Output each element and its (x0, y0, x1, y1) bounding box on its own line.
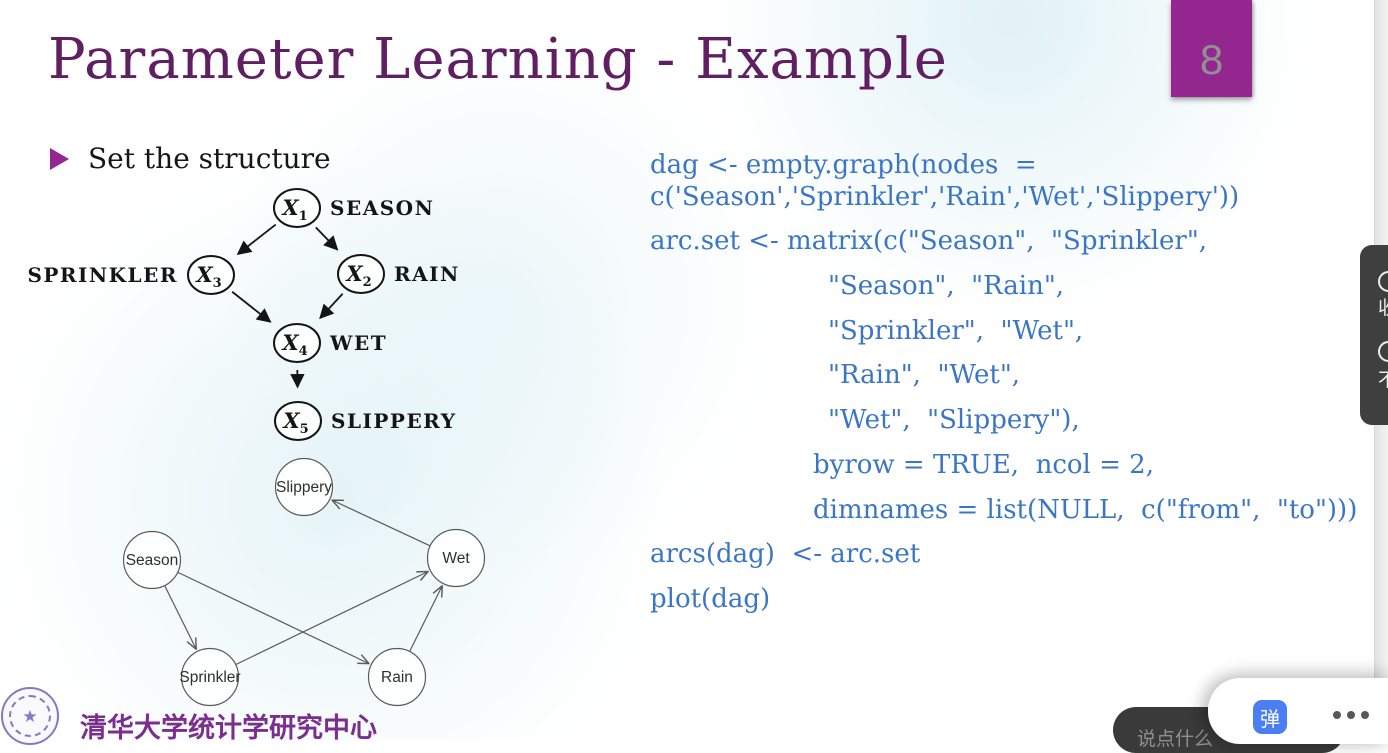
code-line: "Season", "Rain", (650, 269, 1350, 303)
dag-edge (320, 294, 343, 318)
affiliation-text: 清华大学统计学研究中心 (80, 706, 377, 745)
code-line: "Sprinkler", "Wet", (650, 314, 1350, 348)
code-block: dag <- empty.graph(nodes =c('Season','Sp… (650, 148, 1350, 616)
plot-node-label: Rain (381, 669, 413, 686)
dag-node-label: WET (329, 331, 387, 355)
page-number: 8 (1200, 39, 1223, 81)
code-line: arcs(dag) <- arc.set (650, 537, 1350, 571)
page-number-box: 8 (1171, 0, 1252, 97)
dag-edge (316, 227, 338, 249)
dag-node-label: SLIPPERY (331, 409, 456, 433)
code-line: arc.set <- matrix(c("Season", "Sprinkler… (650, 224, 1350, 258)
dag-node-label: SPRINKLER (27, 263, 178, 287)
page-title: Parameter Learning - Example (48, 27, 948, 92)
tsinghua-logo: ★ (1, 687, 59, 745)
slide-canvas: Parameter Learning - Example Set the str… (0, 0, 1374, 740)
plot-node-label: Season (126, 552, 179, 569)
ellipsis-icon (1361, 711, 1369, 719)
video-side-panel: 收 不 (1360, 245, 1388, 425)
code-line: dag <- empty.graph(nodes = (650, 148, 1350, 182)
dag-node-label: SEASON (330, 196, 434, 220)
side-panel-item-1[interactable]: 收 (1378, 299, 1388, 318)
plot-node-label: Wet (442, 550, 470, 567)
bullet-triangle-icon (50, 148, 69, 170)
plot-edge (410, 586, 442, 651)
more-options-button[interactable] (1333, 711, 1369, 719)
plot-edge (165, 586, 196, 649)
code-line: dimnames = list(NULL, c("from", "to"))) (650, 493, 1350, 527)
player-controls-panel: 弹 (1208, 678, 1388, 744)
danmaku-toggle-button[interactable]: 弹 (1253, 700, 1287, 734)
dag-node-label: RAIN (394, 262, 460, 286)
plot-node-label: Slippery (276, 479, 332, 496)
code-line: "Wet", "Slippery"), (650, 403, 1350, 437)
bullet-text: Set the structure (88, 142, 331, 175)
code-line: "Rain", "Wet", (650, 358, 1350, 392)
code-line: byrow = TRUE, ncol = 2, (650, 448, 1350, 482)
plot-edge (332, 500, 430, 546)
dag-edge (238, 225, 276, 255)
circle-icon[interactable] (1378, 271, 1388, 292)
code-line: plot(dag) (650, 582, 1350, 616)
circle-icon[interactable] (1378, 341, 1388, 362)
tsinghua-seal-icon: ★ (9, 695, 51, 737)
plot-node-label: Sprinkler (179, 669, 240, 686)
ellipsis-icon (1347, 711, 1355, 719)
dag-edge (232, 292, 270, 322)
side-panel-item-2[interactable]: 不 (1378, 371, 1388, 390)
code-line: c('Season','Sprinkler','Rain','Wet','Sli… (650, 180, 1350, 214)
ellipsis-icon (1333, 711, 1341, 719)
